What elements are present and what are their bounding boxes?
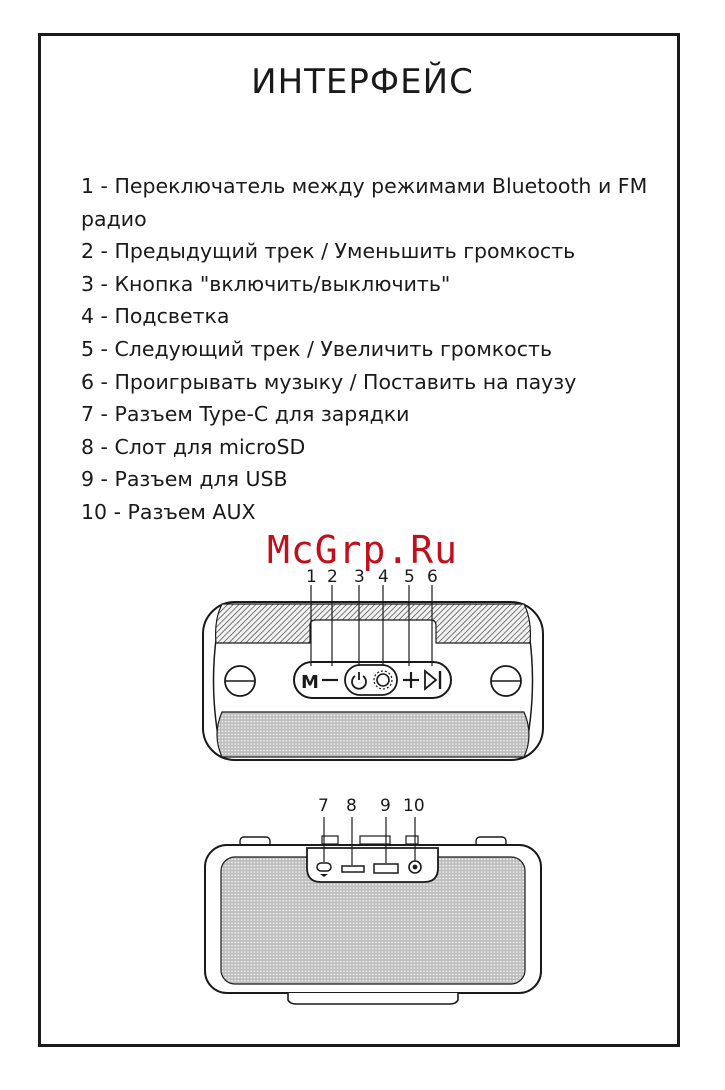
callout-6: 6	[427, 567, 438, 587]
plus-icon	[403, 672, 419, 688]
list-item: 8 - Слот для microSD	[81, 434, 306, 459]
list-item: 2 - Предыдущий трек / Уменьшить громкост…	[81, 239, 576, 264]
page-frame	[38, 33, 680, 1047]
callout-9: 9	[380, 796, 391, 816]
microsd-slot-icon	[341, 865, 365, 873]
power-icon	[351, 672, 367, 690]
callout-3: 3	[354, 567, 365, 587]
top-callout-lines	[310, 585, 433, 666]
callout-2: 2	[327, 567, 338, 587]
page-title: ИНТЕРФЕЙС	[251, 62, 474, 102]
list-item: 10 - Разъем AUX	[81, 499, 256, 524]
list-item: 9 - Разъем для USB	[81, 467, 288, 492]
type-c-port-icon	[316, 862, 332, 877]
callout-4: 4	[378, 567, 389, 587]
play-pause-icon	[424, 669, 442, 691]
callout-10: 10	[403, 796, 425, 816]
list-item: 4 - Подсветка	[81, 304, 230, 329]
list-item: 1 - Переключатель между режимами Bluetoo…	[81, 174, 648, 231]
light-icon	[373, 670, 393, 690]
usb-port-icon	[373, 863, 399, 874]
list-item: 7 - Разъем Type-C для зарядки	[81, 402, 410, 427]
list-item: 3 - Кнопка "включить/выключить"	[81, 271, 451, 296]
callout-7: 7	[318, 796, 329, 816]
list-item: 5 - Следующий трек / Увеличить громкость	[81, 336, 553, 361]
callout-1: 1	[306, 567, 317, 587]
callout-5: 5	[404, 567, 415, 587]
speaker-back-view	[204, 835, 542, 1005]
interface-list: 1 - Переключатель между режимами Bluetoo…	[81, 170, 681, 529]
callout-8: 8	[346, 796, 357, 816]
speaker-top-view	[202, 601, 544, 761]
m-button-label: M	[301, 672, 319, 693]
list-item: 6 - Проигрывать музыку / Поставить на па…	[81, 369, 577, 394]
watermark-logo: McGrp.Ru	[266, 528, 459, 572]
bottom-callout-lines	[323, 817, 416, 865]
